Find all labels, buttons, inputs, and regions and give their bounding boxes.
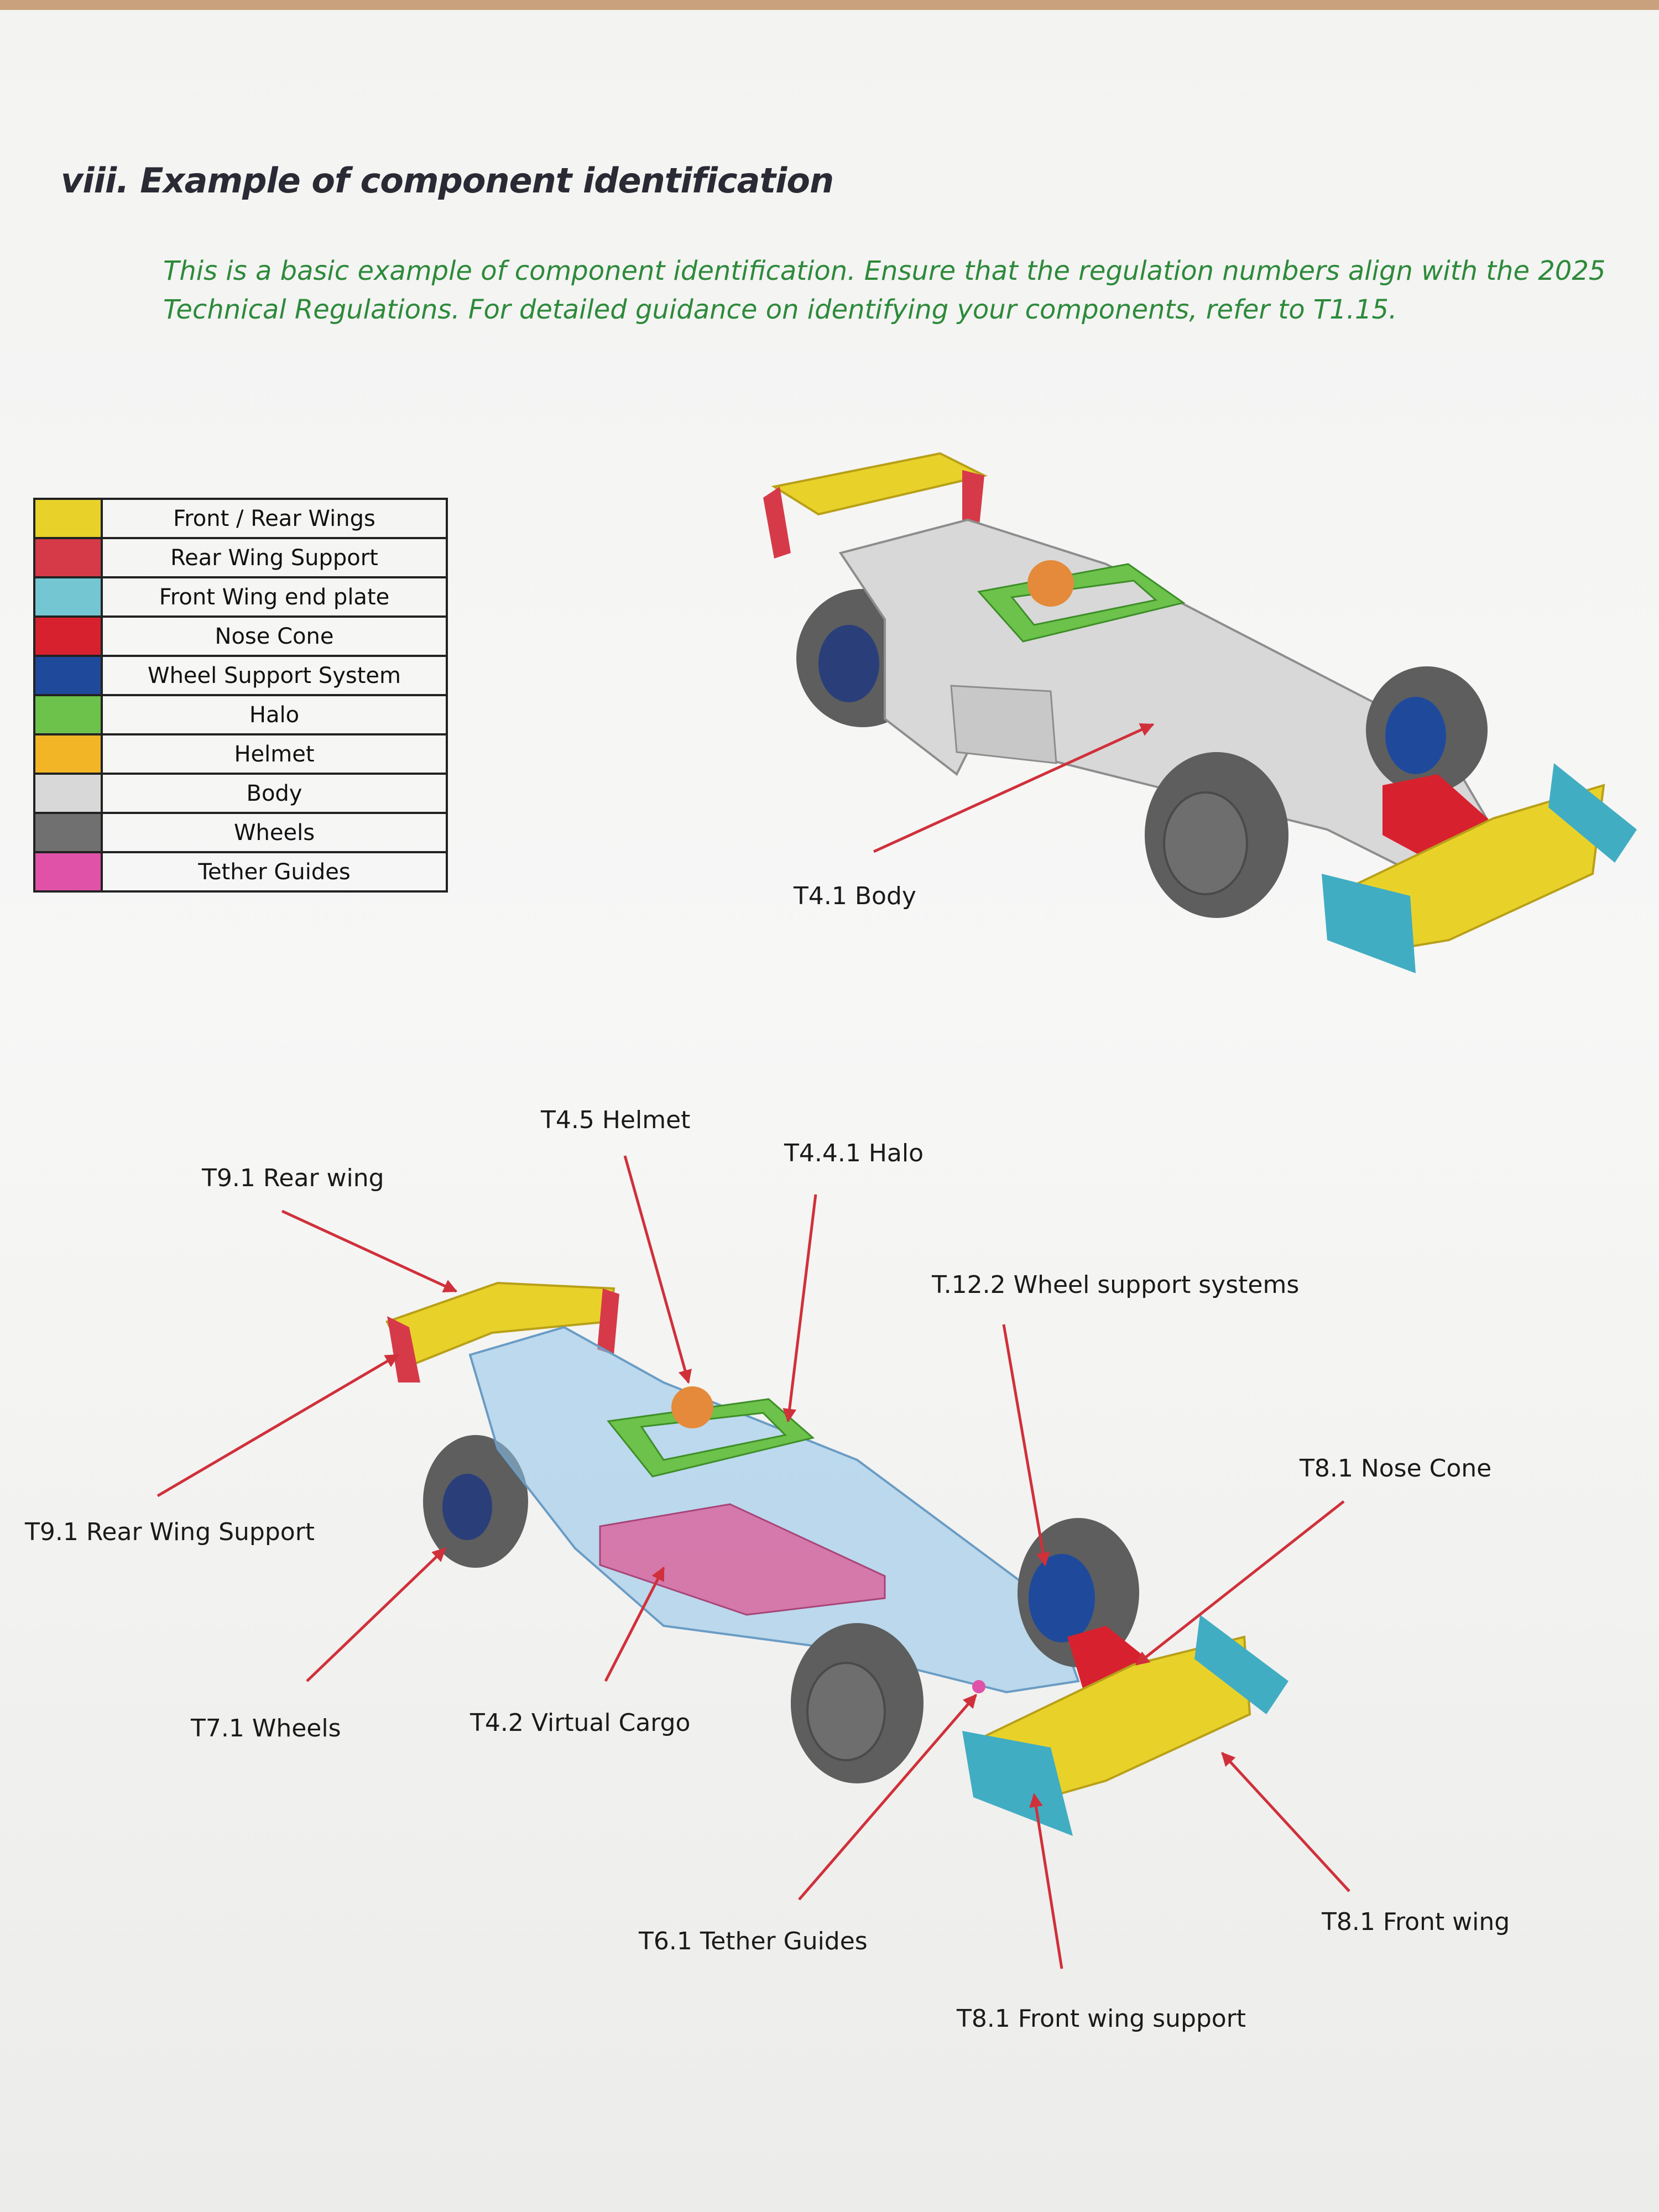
legend-swatch [33, 694, 103, 735]
intro-paragraph: This is a basic example of component ide… [163, 255, 1606, 325]
legend-label: Nose Cone [101, 615, 448, 657]
legend-swatch [33, 655, 103, 696]
callout-arrow [1221, 1752, 1350, 1892]
callout-halo: T4.4.1 Halo [784, 1139, 924, 1167]
callout-arrow [873, 723, 1155, 853]
callout-virtual-cargo: T4.2 Virtual Cargo [470, 1709, 691, 1737]
legend-swatch [33, 733, 103, 775]
legend-label: Wheel Support System [101, 655, 448, 696]
helmet [1027, 560, 1074, 607]
callout-arrow [798, 1694, 977, 1901]
legend-label: Front / Rear Wings [101, 498, 448, 539]
legend-swatch [33, 812, 103, 853]
legend-swatch [33, 537, 103, 578]
callout-arrow [1029, 1793, 1063, 1969]
rear-wing [771, 452, 988, 516]
wheel-hub [1163, 791, 1248, 895]
legend-row: Body [33, 773, 448, 814]
callout-helmet: T4.5 Helmet [541, 1106, 691, 1134]
legend-row: Helmet [33, 733, 448, 775]
callout-body: T4.1 Body [794, 882, 916, 910]
callout-arrow [306, 1547, 446, 1682]
color-legend-table: Front / Rear Wings Rear Wing Support Fro… [33, 498, 448, 893]
legend-label: Helmet [101, 733, 448, 775]
front-wing-endplate [1194, 1615, 1288, 1714]
wheel-support [442, 1474, 492, 1540]
legend-row: Wheels [33, 812, 448, 853]
tether-guide [972, 1680, 985, 1693]
legend-label: Halo [101, 694, 448, 735]
legend-row: Wheel Support System [33, 655, 448, 696]
legend-row: Tether Guides [33, 851, 448, 893]
car-illustration-bottom [156, 1155, 1350, 1969]
legend-row: Halo [33, 694, 448, 735]
front-wing-endplate [962, 1731, 1073, 1836]
wheel-support [818, 625, 879, 702]
callout-rear-wing-support: T9.1 Rear Wing Support [25, 1518, 315, 1546]
legend-label: Body [101, 773, 448, 814]
legend-swatch [33, 615, 103, 657]
legend-swatch [33, 576, 103, 618]
legend-swatch [33, 498, 103, 539]
section-heading: viii. Example of component identificatio… [61, 160, 834, 201]
page-edge [0, 0, 1659, 10]
callout-arrow [623, 1155, 692, 1384]
legend-label: Rear Wing Support [101, 537, 448, 578]
callout-front-wing: T8.1 Front wing [1322, 1908, 1510, 1936]
halo [607, 1398, 815, 1478]
rear-wing-support [597, 1288, 619, 1355]
callout-wheel-support: T.12.2 Wheel support systems [932, 1271, 1300, 1299]
callout-wheels: T7.1 Wheels [191, 1714, 341, 1743]
callout-nose-cone: T8.1 Nose Cone [1300, 1454, 1492, 1483]
wheel-support [1385, 697, 1446, 774]
rear-wing-support [763, 487, 791, 559]
car-illustration-top [763, 452, 1637, 973]
helmet [671, 1386, 713, 1428]
callout-arrow [782, 1194, 817, 1423]
transparent-body [468, 1326, 1080, 1694]
rear-wing-support [962, 470, 984, 531]
wheel-hub [806, 1662, 886, 1761]
legend-row: Front / Rear Wings [33, 498, 448, 539]
legend-row: Nose Cone [33, 615, 448, 657]
legend-row: Front Wing end plate [33, 576, 448, 618]
legend-row: Rear Wing Support [33, 537, 448, 578]
callout-rear-wing: T9.1 Rear wing [202, 1164, 384, 1192]
callout-tether-guides: T6.1 Tether Guides [639, 1927, 868, 1955]
legend-swatch [33, 773, 103, 814]
legend-label: Front Wing end plate [101, 576, 448, 618]
front-wing-endplate [1548, 763, 1637, 863]
virtual-cargo [599, 1503, 886, 1616]
callout-arrow [604, 1566, 665, 1682]
legend-label: Tether Guides [101, 851, 448, 893]
front-wing-endplate [1322, 874, 1416, 973]
wheel-support [1029, 1554, 1095, 1642]
legend-label: Wheels [101, 812, 448, 853]
callout-arrow [1135, 1500, 1345, 1666]
paper-page [0, 10, 1659, 2212]
callout-front-wing-support: T8.1 Front wing support [957, 2005, 1246, 2033]
callout-arrow [156, 1353, 400, 1498]
legend-swatch [33, 851, 103, 893]
callout-arrow [1002, 1324, 1050, 1567]
callout-arrow [281, 1209, 458, 1293]
sidepod [950, 685, 1057, 764]
